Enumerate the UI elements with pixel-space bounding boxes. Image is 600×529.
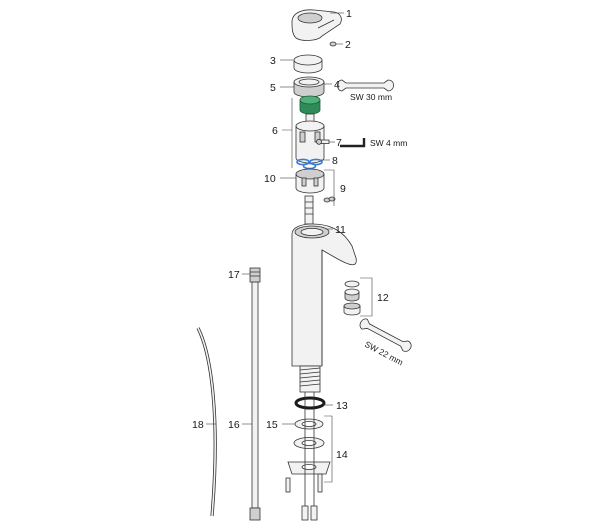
part-supply-hoses bbox=[301, 392, 318, 521]
part-fixing-set bbox=[285, 437, 331, 493]
callout-10: 10 bbox=[264, 173, 276, 185]
callout-11: 11 bbox=[335, 224, 346, 236]
callout-18: 18 bbox=[192, 419, 204, 431]
callout-16: 16 bbox=[228, 419, 240, 431]
leader-lines bbox=[206, 12, 373, 483]
callout-numbers: 1 2 3 4 5 6 7 8 9 10 11 12 13 14 15 16 1… bbox=[192, 8, 389, 461]
tool-hex-key-4: SW 4 mm bbox=[340, 138, 407, 148]
callout-15: 15 bbox=[266, 419, 278, 431]
part-spout-body bbox=[291, 223, 357, 367]
part-sealing-ring bbox=[294, 396, 326, 410]
callout-6: 6 bbox=[272, 125, 278, 137]
part-aerator-set bbox=[343, 280, 361, 316]
part-cover-ring bbox=[293, 54, 323, 74]
callout-5: 5 bbox=[270, 82, 276, 94]
callout-1: 1 bbox=[346, 8, 352, 20]
callout-14: 14 bbox=[336, 449, 348, 461]
part-grub-screw bbox=[329, 41, 337, 47]
callout-12: 12 bbox=[377, 292, 389, 304]
callout-13: 13 bbox=[336, 400, 348, 412]
part-small-seals bbox=[323, 196, 336, 203]
part-threaded-nut bbox=[293, 76, 325, 98]
part-o-rings bbox=[296, 158, 323, 170]
part-valve-body bbox=[295, 168, 325, 194]
part-cartridge bbox=[295, 95, 325, 164]
callout-8: 8 bbox=[332, 155, 338, 167]
tool-label-hex-key-4: SW 4 mm bbox=[370, 138, 407, 148]
part-threaded-shank bbox=[299, 365, 321, 393]
part-connector bbox=[304, 195, 314, 225]
callout-4: 4 bbox=[334, 79, 340, 91]
callout-2: 2 bbox=[345, 39, 351, 51]
part-washer bbox=[294, 418, 324, 430]
part-curved-rod bbox=[196, 327, 217, 517]
part-cartridge-screw bbox=[316, 138, 330, 145]
part-pop-up-rod bbox=[249, 267, 261, 521]
callout-17: 17 bbox=[228, 269, 240, 281]
part-lever-handle bbox=[291, 9, 342, 41]
tool-label-wrench-30: SW 30 mm bbox=[350, 92, 392, 102]
tool-wrench-30: SW 30 mm bbox=[337, 79, 395, 102]
tool-wrench-22: SW 22 mm bbox=[359, 318, 412, 367]
callout-9: 9 bbox=[340, 183, 346, 195]
callout-7: 7 bbox=[336, 137, 342, 149]
callout-3: 3 bbox=[270, 55, 276, 67]
